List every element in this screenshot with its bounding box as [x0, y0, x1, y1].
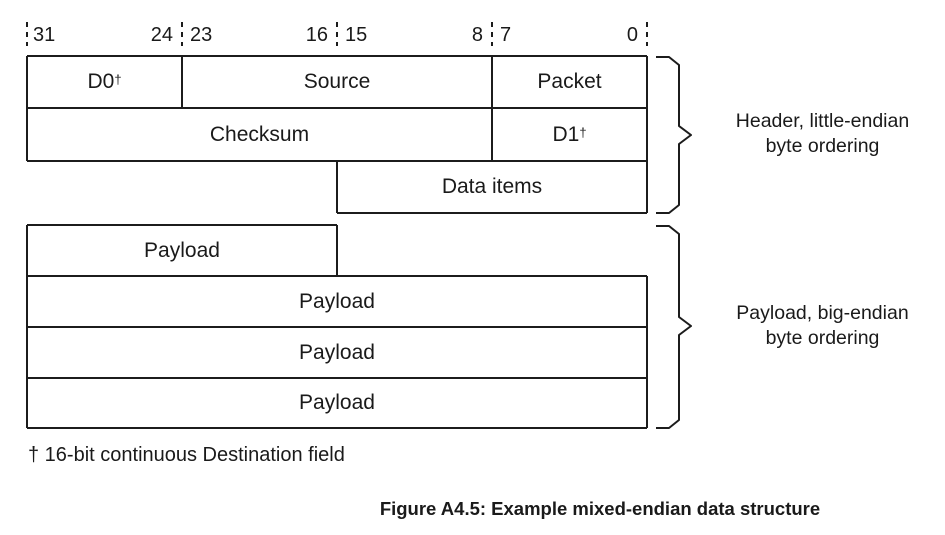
field-payload-label: Payload: [299, 391, 375, 414]
bit-label-16: 16: [305, 24, 328, 46]
field-d1: D1†: [552, 122, 587, 146]
field-payload-row3: Payload: [27, 327, 647, 378]
header-block-grid: [26, 55, 648, 214]
field-payload-row2: Payload: [27, 276, 647, 327]
bit-label-23: 23: [190, 24, 213, 46]
field-d0-label: D0: [87, 69, 115, 93]
bit-label-0: 0: [626, 24, 638, 46]
bit-label-7: 7: [500, 24, 512, 46]
field-payload-label: Payload: [299, 340, 375, 364]
payload-brace-label-line1: Payload, big-endian: [736, 302, 909, 324]
field-payload-label: Payload: [299, 289, 375, 313]
payload-brace-label: Payload, big-endian byte ordering: [700, 301, 945, 351]
payload-brace: [656, 225, 692, 429]
header-brace: [656, 56, 692, 214]
bit-boundary-ticks: [26, 22, 648, 46]
figure-caption: Figure A4.5: Example mixed-endian data s…: [379, 498, 821, 519]
field-data-items: Data items: [337, 161, 647, 213]
bit-label-24: 24: [150, 24, 173, 46]
field-payload-row4: Payload: [27, 378, 647, 428]
field-d0: D0†: [87, 69, 122, 93]
header-brace-label-line2: byte ordering: [765, 135, 880, 157]
bit-label-31: 31: [33, 24, 56, 46]
field-packet: Packet: [492, 55, 647, 108]
payload-block-grid: [26, 224, 648, 429]
field-checksum-label: Checksum: [209, 122, 310, 146]
field-data-items-label: Data items: [441, 175, 543, 198]
field-source: Source: [182, 55, 492, 108]
field-payload-label: Payload: [144, 238, 220, 262]
payload-brace-label-line2: byte ordering: [765, 327, 880, 349]
header-brace-label-line1: Header, little-endian: [735, 110, 910, 132]
footnote: † 16-bit continuous Destination field: [28, 444, 345, 466]
field-d1-label: D1: [552, 122, 580, 146]
bit-label-8: 8: [471, 24, 483, 46]
field-packet-label: Packet: [537, 69, 602, 93]
header-brace-label: Header, little-endian byte ordering: [700, 109, 945, 159]
field-checksum: Checksum: [27, 108, 492, 161]
bit-label-15: 15: [345, 24, 368, 46]
field-payload-row1: Payload: [27, 225, 337, 276]
field-source-label: Source: [303, 69, 371, 93]
